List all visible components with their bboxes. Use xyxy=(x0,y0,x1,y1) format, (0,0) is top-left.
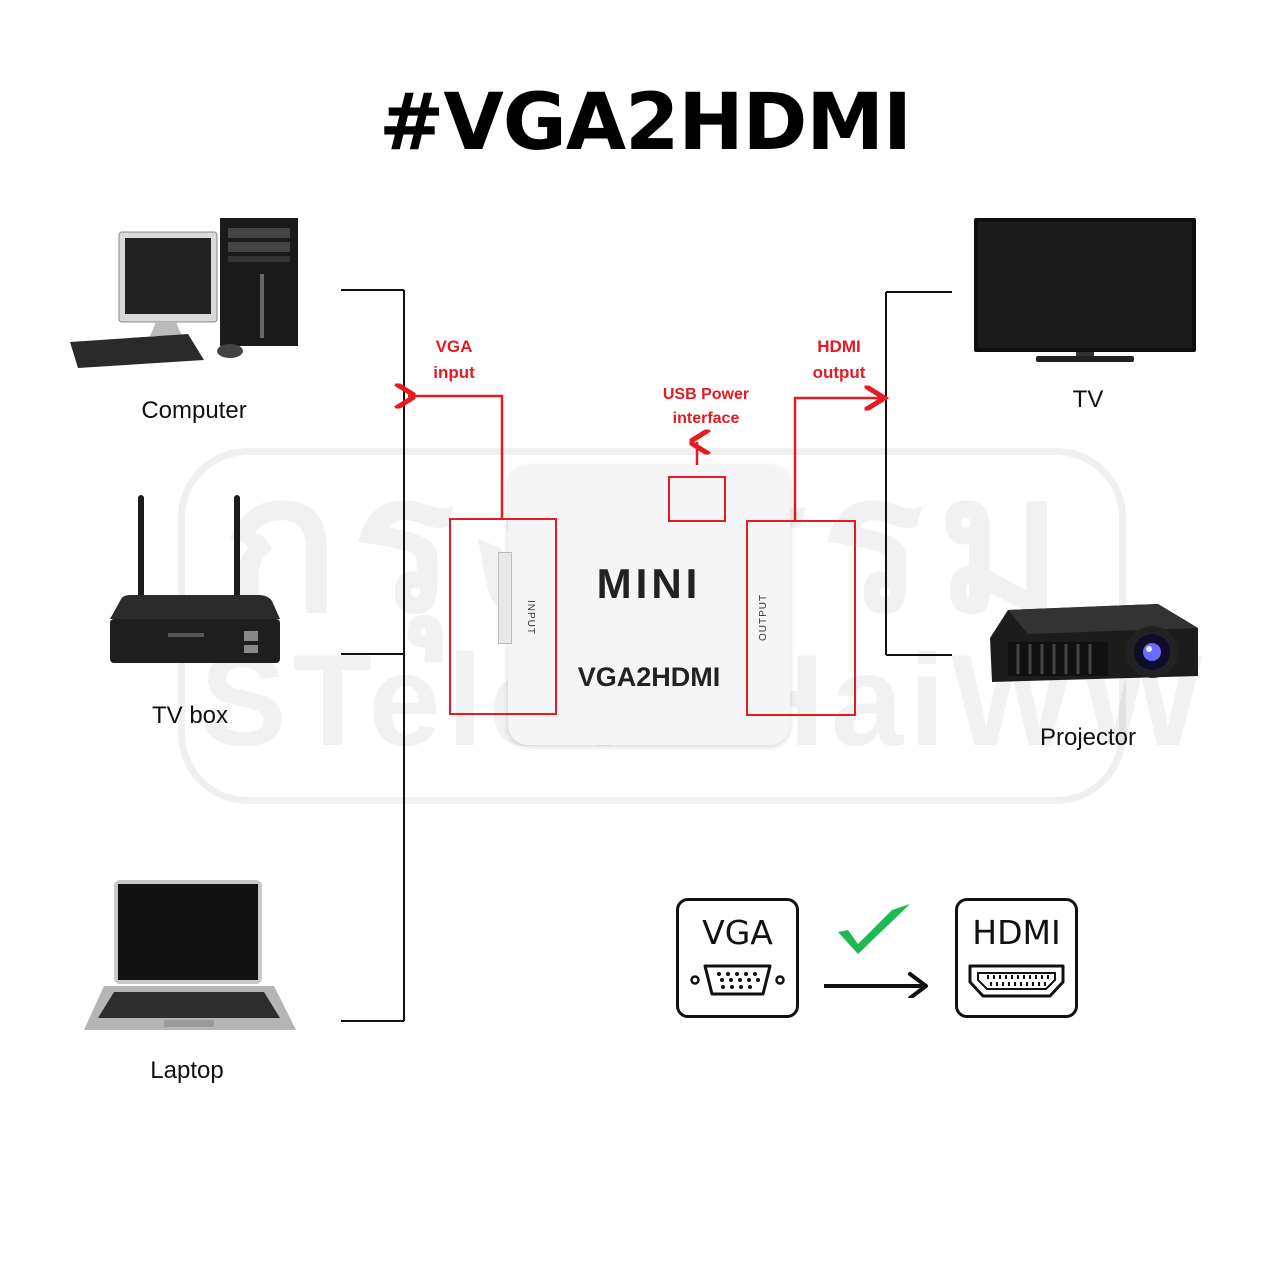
router-icon xyxy=(110,495,280,663)
vga-socket xyxy=(498,552,512,644)
converter-model: VGA2HDMI xyxy=(577,662,721,692)
source-label-tv-box: TV box xyxy=(151,702,229,729)
hdmi-card: HDMI xyxy=(955,898,1078,1018)
vga-card-label: VGA xyxy=(702,913,773,952)
vga-port-icon xyxy=(690,964,785,996)
conversion-arrow xyxy=(824,904,928,998)
usb-power-callout: USB Power interface xyxy=(662,386,750,427)
hdmi-port-icon xyxy=(968,964,1065,998)
laptop-icon xyxy=(84,880,296,1030)
source-label-computer: Computer xyxy=(141,397,247,424)
output-bracket xyxy=(885,291,952,656)
hdmi-output-callout: HDMI output xyxy=(812,337,866,382)
vga-card: VGA xyxy=(676,898,799,1018)
computer-icon xyxy=(70,218,298,368)
output-label-tv: TV xyxy=(1072,386,1104,413)
tv-icon xyxy=(974,218,1196,362)
usb-port-highlight xyxy=(668,476,726,522)
hdmi-card-label: HDMI xyxy=(972,913,1061,952)
output-port-highlight xyxy=(746,520,856,716)
checkmark-icon xyxy=(838,904,910,954)
vga-input-callout: VGA input xyxy=(433,337,475,382)
input-port-highlight xyxy=(449,518,557,715)
source-bracket xyxy=(341,289,405,1022)
projector-icon xyxy=(990,604,1198,682)
converter-brand: MINI xyxy=(596,560,702,607)
source-label-laptop: Laptop xyxy=(150,1057,224,1084)
page-title: #VGA2HDMI xyxy=(378,78,912,168)
output-label-projector: Projector xyxy=(1039,724,1137,751)
arrow-right-icon xyxy=(824,972,928,998)
